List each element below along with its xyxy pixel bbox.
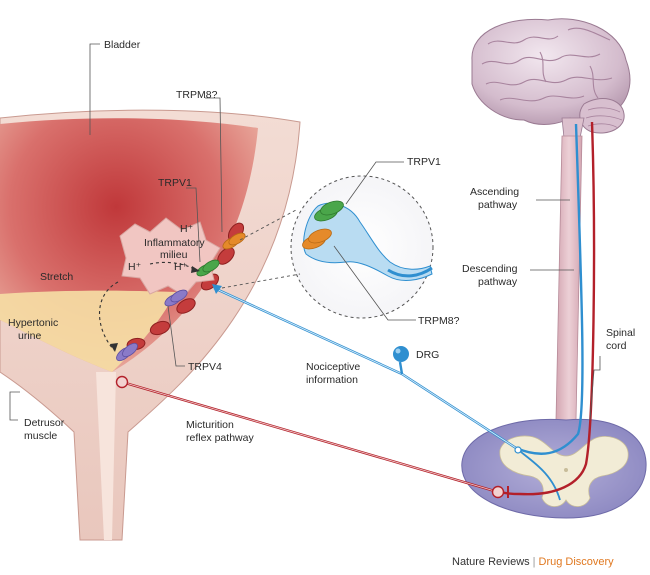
inset-zoom-line-top xyxy=(239,209,297,241)
diagram-labels: Bladder TRPM8? TRPV1 TRPV1 H⁺ Inflammato… xyxy=(8,39,635,444)
drg-cell-body xyxy=(393,346,409,362)
label-ascending-2: pathway xyxy=(478,199,518,211)
urothelial-cell xyxy=(149,320,171,336)
central-canal xyxy=(564,468,568,472)
label-nociceptive-2: information xyxy=(306,374,358,386)
label-h-plus-3: H⁺ xyxy=(128,261,142,273)
credit-separator: | xyxy=(532,556,536,568)
label-micturition-1: Micturition xyxy=(186,419,234,431)
label-stretch: Stretch xyxy=(40,271,73,283)
publisher-name: Nature Reviews xyxy=(452,556,530,568)
label-ascending-1: Ascending xyxy=(470,186,519,198)
inset-nerve-terminal xyxy=(303,202,433,281)
label-hypertonic: Hypertonic xyxy=(8,317,58,329)
inset-axon xyxy=(387,266,433,278)
label-urine: urine xyxy=(18,330,42,342)
label-trpv4: TRPV4 xyxy=(188,361,222,373)
proton-arrowhead xyxy=(191,266,200,273)
bladder xyxy=(0,109,301,541)
inset-trpv1-channel xyxy=(314,200,344,222)
label-descending-1: Descending xyxy=(462,263,518,275)
label-h-plus-1: H⁺ xyxy=(180,223,194,235)
label-h-plus-2: H⁺ xyxy=(174,261,188,273)
dorsal-root-ganglion xyxy=(393,346,409,375)
efferent-neuron xyxy=(491,485,505,499)
journal-name: Drug Discovery xyxy=(538,556,614,568)
label-detrusor-1: Detrusor xyxy=(24,417,65,429)
journal-credit: Nature Reviews|Drug Discovery xyxy=(452,556,614,568)
label-milieu: milieu xyxy=(160,249,188,261)
trpv1-channel xyxy=(196,259,220,277)
brainstem xyxy=(561,117,585,139)
trpm8-channel xyxy=(222,232,246,250)
stretch-arrow xyxy=(98,281,119,351)
label-trpv1-inset: TRPV1 xyxy=(407,156,441,168)
brain xyxy=(471,18,631,139)
label-spinal-2: cord xyxy=(606,340,627,352)
inflammatory-milieu xyxy=(119,217,221,297)
inset-trpm8-channel xyxy=(302,228,332,250)
label-bladder: Bladder xyxy=(104,39,141,51)
afferent-arrowhead xyxy=(212,284,222,294)
trpv4-channel-2 xyxy=(116,342,138,362)
label-trpm8-top: TRPM8? xyxy=(176,89,218,101)
stretch-arrowhead xyxy=(110,343,118,352)
spinal-cord-section xyxy=(461,418,647,519)
afferent-synapse xyxy=(514,446,522,454)
label-descending-2: pathway xyxy=(478,276,518,288)
label-nociceptive-1: Nociceptive xyxy=(306,361,360,373)
inset-zoom-line-bottom xyxy=(221,273,301,289)
label-micturition-2: reflex pathway xyxy=(186,432,254,444)
urothelial-cell xyxy=(176,298,196,314)
brain-gyri xyxy=(481,27,613,102)
channel-inset xyxy=(221,175,434,319)
efferent-nerve-fiber-highlight xyxy=(121,381,499,493)
leader-lines xyxy=(9,43,601,421)
wall-channels xyxy=(116,232,246,362)
afferent-nerve-fiber xyxy=(213,123,584,455)
trpv4-channel-1 xyxy=(164,289,188,307)
efferent-terminal xyxy=(115,375,129,389)
label-spinal-1: Spinal xyxy=(606,327,635,339)
label-trpm8-inset: TRPM8? xyxy=(418,315,460,327)
label-trpv1-wall: TRPV1 xyxy=(158,177,192,189)
label-detrusor-2: muscle xyxy=(24,430,57,442)
label-inflammatory: Inflammatory xyxy=(144,237,205,249)
urethra xyxy=(96,372,116,540)
label-drg: DRG xyxy=(416,349,439,361)
